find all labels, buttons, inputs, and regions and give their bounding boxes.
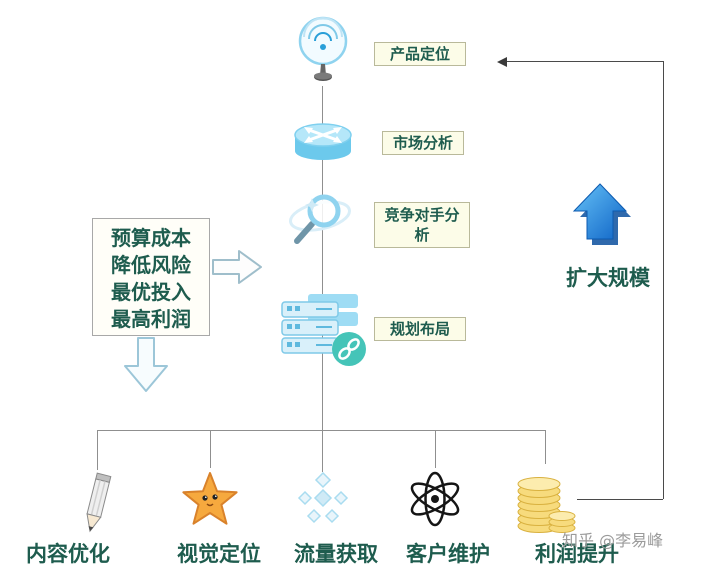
bottom-item-label-content-optimization: 内容优化 <box>26 541 110 566</box>
bottom-item-label-profit-improvement: 利润提升 <box>535 541 619 566</box>
diamonds-icon <box>295 471 351 530</box>
up-arrow-3d-icon <box>572 182 634 248</box>
node-label-text: 规划布局 <box>389 320 450 338</box>
bottom-item-label-traffic-acquisition: 流量获取 <box>294 541 378 566</box>
signal-tower-icon <box>296 14 350 88</box>
pencil-icon <box>74 470 120 536</box>
connector-stub-4 <box>435 430 436 468</box>
connector-main-vertical <box>322 86 323 430</box>
node-label-text: 竞争对手分析 <box>384 206 460 244</box>
side-note-line: 预算成本 <box>111 226 191 250</box>
bottom-item-label-customer-maintenance: 客户维护 <box>406 541 490 566</box>
side-note-line: 降低风险 <box>111 253 191 277</box>
loop-arrowhead-icon <box>497 57 507 67</box>
connector-stub-5 <box>545 430 546 464</box>
star-icon <box>180 468 240 530</box>
connector-stub-1 <box>97 430 98 470</box>
coins-icon <box>513 462 577 536</box>
bottom-item-label-visual-positioning: 视觉定位 <box>177 541 261 566</box>
hollow-right-arrow-icon <box>211 248 263 286</box>
server-link-icon <box>278 292 370 370</box>
connector-loop-top <box>506 61 663 62</box>
router-icon <box>292 118 354 166</box>
node-label-text: 市场分析 <box>392 134 453 152</box>
connector-loop-right <box>663 61 664 499</box>
magnifier-icon <box>288 190 352 248</box>
connector-loop-bottom <box>577 499 663 500</box>
side-note-line: 最优投入 <box>111 280 191 304</box>
scale-up-label: 扩大规模 <box>566 265 650 290</box>
node-label-planning-layout: 规划布局 <box>374 317 466 341</box>
node-label-text: 产品定位 <box>389 45 450 63</box>
node-label-product-positioning: 产品定位 <box>374 42 466 66</box>
side-note-line: 最高利润 <box>111 307 191 331</box>
atom-icon <box>406 468 464 530</box>
node-label-competitor-analysis: 竞争对手分析 <box>374 202 470 248</box>
connector-stub-2 <box>210 430 211 468</box>
connector-bottom-horizontal <box>97 430 545 431</box>
connector-stub-3 <box>322 430 323 472</box>
zhihu-watermark: 知乎 @李易峰 <box>562 531 664 550</box>
node-label-market-analysis: 市场分析 <box>382 131 464 155</box>
side-note-box: 预算成本 降低风险 最优投入 最高利润 <box>92 218 210 336</box>
hollow-down-arrow-icon <box>123 336 169 394</box>
